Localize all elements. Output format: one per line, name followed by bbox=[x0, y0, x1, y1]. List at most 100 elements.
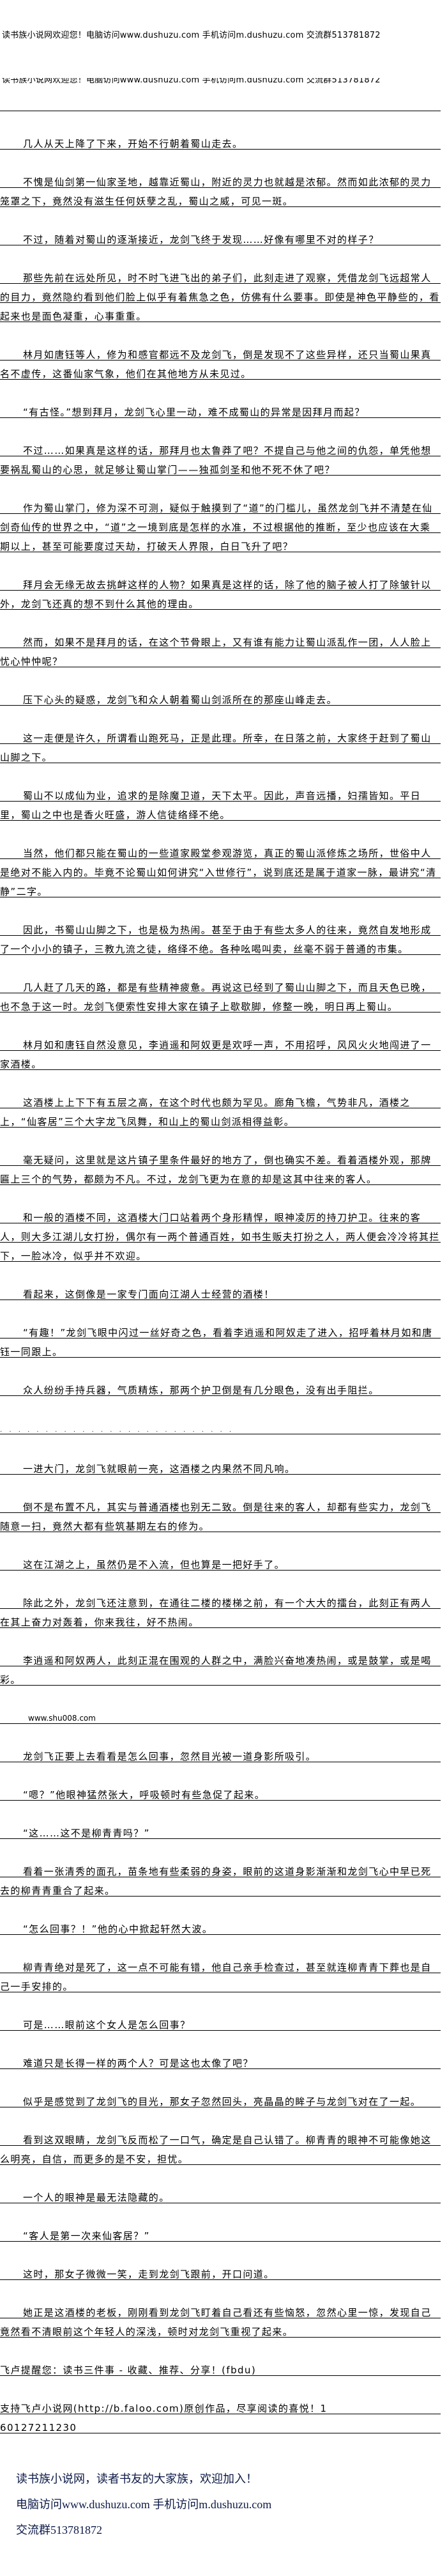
paragraph-text: 除此之外，龙剑飞还注意到，在通往二楼的楼梯之前，有一个大大的擂台，此刻正有两人在… bbox=[0, 1597, 432, 1628]
paragraph: 毫无疑问，这里就是这片镇子里条件最好的地方了，倒也确实不差。看着酒楼外观，那牌匾… bbox=[0, 1147, 441, 1185]
paragraph-text: 拜月会无缘无故去挑衅这样的人物？如果真是这样的话，除了他的脑子被人打了除皱针以外… bbox=[0, 579, 432, 610]
paragraph: 这酒楼上上下下有五层之高，在这个时代也颇为罕见。廊角飞檐，气势非凡，酒楼之上，“… bbox=[0, 1089, 441, 1128]
paragraph-text: 看着一张清秀的面孔，苗条地有些柔弱的身姿，眼前的这道身影渐渐和龙剑飞心中早已死去… bbox=[0, 1866, 432, 1897]
paragraph: 看起来，这倒像是一家专门面向江湖人士经营的酒楼！ bbox=[0, 1281, 441, 1300]
paragraph-text: 几人从天上降了下来，开始不行朝着蜀山走去。 bbox=[23, 138, 243, 150]
paragraph-text: “怎么回事？！”他的心中掀起轩然大波。 bbox=[23, 1923, 213, 1935]
paragraph: “嗯？”他眼神猛然张大，呼吸顿时有些急促了起来。 bbox=[0, 1781, 441, 1801]
paragraph-group-3: 龙剑飞正要上去看看是怎么回事，忽然目光被一道身影所吸引。 “嗯？”他眼神猛然张大，… bbox=[0, 1743, 441, 2338]
paragraph: 似乎是感觉到了龙剑飞的目光，那女子忽然回头，亮晶晶的眸子与龙剑飞对在了一起。 bbox=[0, 2088, 441, 2107]
paragraph-text: “有趣！”龙剑飞眼中闪过一丝好奇之色，看着李逍遥和阿奴走了进入，招呼着林月如和唐… bbox=[0, 1327, 433, 1358]
paragraph: “客人是第一次来仙客居？” bbox=[0, 2223, 441, 2242]
support-text: 支持飞卢小说网(http://b.faloo.com)原创作品，尽享阅读的喜悦！… bbox=[0, 2403, 328, 2414]
paragraph-text: 几人赶了几天的路，都是有些精神疲惫。再说这已经到了蜀山山脚之下，而且天色已晚，也… bbox=[0, 982, 432, 1013]
paragraph: 蜀山不以成仙为业，追求的是除魔卫道，天下太平。因此，声音远播，妇孺皆知。平日里，… bbox=[0, 782, 441, 821]
footer-group: 交流群513781872 bbox=[16, 2524, 102, 2536]
paragraph: 不过……如果真是这样的话，那拜月也太鲁莽了吧？不提自己与他之间的仇怨，单凭他想要… bbox=[0, 437, 441, 476]
paragraph: 可是……眼前这个女人是怎么回事？ bbox=[0, 2012, 441, 2031]
paragraph-text: 那些先前在远处所见，时不时飞进飞出的弟子们，此刻走进了观察，凭借龙剑飞远超常人的… bbox=[0, 272, 440, 322]
paragraph: 作为蜀山掌门，修为深不可测，疑似于触摸到了“道”的门槛儿，虽然龙剑飞并不清楚在仙… bbox=[0, 495, 441, 552]
paragraph: 倒不是布置不凡，其实与普通酒楼也别无二致。倒是往来的客人，却都有些实力，龙剑飞随… bbox=[0, 1494, 441, 1532]
paragraph-text: 这时，那女子微微一笑，走到龙剑飞跟前，开口问道。 bbox=[23, 2269, 275, 2280]
paragraph: 她正是这酒楼的老板，刚刚看到龙剑飞盯着自己看还有些恼怒，忽然心里一惊，发现自己竟… bbox=[0, 2299, 441, 2338]
paragraph: 看到这双眼睛，龙剑飞反而松了一口气，确定是自己认错了。柳青青的眼神不可能像她这么… bbox=[0, 2127, 441, 2165]
paragraph-text: “这……这不是柳青青吗？” bbox=[23, 1827, 150, 1839]
paragraph-text: 这酒楼上上下下有五层之高，在这个时代也颇为罕见。廊角飞檐，气势非凡，酒楼之上，“… bbox=[0, 1097, 411, 1128]
paragraph-text: “有古怪。”想到拜月，龙剑飞心里一动，难不成蜀山的异常是因拜月而起？ bbox=[23, 407, 365, 418]
paragraph-group-1: 几人从天上降了下来，开始不行朝着蜀山走去。不愧是仙剑第一仙家圣地，越靠近蜀山，附… bbox=[0, 130, 441, 1396]
paragraph: 一进大门，龙剑飞就眼前一亮，这酒楼之内果然不同凡响。 bbox=[0, 1455, 441, 1475]
paragraph: 这时，那女子微微一笑，走到龙剑飞跟前，开口问道。 bbox=[0, 2261, 441, 2280]
paragraph: 龙剑飞正要上去看看是怎么回事，忽然目光被一道身影所吸引。 bbox=[0, 1743, 441, 1762]
paragraph-text: 龙剑飞正要上去看看是怎么回事，忽然目光被一道身影所吸引。 bbox=[23, 1751, 317, 1762]
paragraph: 几人赶了几天的路，都是有些精神疲惫。再说这已经到了蜀山山脚之下，而且天色已晚，也… bbox=[0, 974, 441, 1013]
paragraph-text: “客人是第一次来仙客居？” bbox=[23, 2230, 150, 2242]
watermark-dots: . . . . . . . . . . . . . . . . . . . . … bbox=[0, 1427, 234, 1434]
paragraph-text: 倒不是布置不凡，其实与普通酒楼也别无二致。倒是往来的客人，却都有些实力，龙剑飞随… bbox=[0, 1501, 432, 1532]
watermark-url[interactable]: www.shu008.com bbox=[28, 1714, 96, 1723]
paragraph: “这……这不是柳青青吗？” bbox=[0, 1820, 441, 1839]
paragraph: 李逍遥和阿奴两人，此刻正混在围观的人群之中，满脸兴奋地凑热闹，或是鼓掌，或是喝彩… bbox=[0, 1647, 441, 1686]
paragraph: 当然，他们都只能在蜀山的一些道家殿堂参观游览，真正的蜀山派修炼之场所，世俗中人是… bbox=[0, 840, 441, 897]
reminder-text: 飞卢提醒您：读书三件事 - 收藏、推荐、分享！(fbdu) bbox=[0, 2364, 257, 2376]
paragraph-text: 然而，如果不是拜月的话，在这个节骨眼上，又有谁有能力让蜀山派乱作一团，人人脸上忧… bbox=[0, 637, 432, 667]
paragraph-text: 一个人的眼神是最无法隐藏的。 bbox=[23, 2192, 170, 2203]
watermark-url-row: www.shu008.com bbox=[0, 1705, 441, 1724]
paragraph: 林月如唐钰等人，修为和感官都远不及龙剑飞，倒是发现不了这些异样，还只当蜀山果真名… bbox=[0, 341, 441, 380]
site-banner-repeat-text: 读书族小说网欢迎您！电脑访问www.dushuzu.com 手机访问m.dush… bbox=[2, 78, 381, 84]
paragraph: 众人纷纷手持兵器，气质精炼，那两个护卫倒是有几分眼色，没有出手阻拦。 bbox=[0, 1377, 441, 1396]
reminder-row: 飞卢提醒您：读书三件事 - 收藏、推荐、分享！(fbdu) bbox=[0, 2357, 441, 2376]
code-text: 60127211230 bbox=[0, 2422, 77, 2433]
paragraph: 看着一张清秀的面孔，苗条地有些柔弱的身姿，眼前的这道身影渐渐和龙剑飞心中早已死去… bbox=[0, 1858, 441, 1897]
paragraph-text: 似乎是感觉到了龙剑飞的目光，那女子忽然回头，亮晶晶的眸子与龙剑飞对在了一起。 bbox=[23, 2096, 421, 2107]
footer-access-links[interactable]: 电脑访问www.dushuzu.com 手机访问m.dushuzu.com bbox=[16, 2498, 272, 2511]
paragraph-text: 和一般的酒楼不同，这酒楼大门口站着两个身形精悍，眼神凌厉的持刀护卫。往来的客人，… bbox=[0, 1212, 440, 1262]
paragraph: 因此，书蜀山山脚之下，也是极为热闹。甚至于由于有些太多人的往来，竟然自发地形成了… bbox=[0, 917, 441, 955]
paragraph-text: 不过……如果真是这样的话，那拜月也太鲁莽了吧？不提自己与他之间的仇怨，单凭他想要… bbox=[0, 445, 432, 476]
paragraph: “有古怪。”想到拜月，龙剑飞心里一动，难不成蜀山的异常是因拜月而起？ bbox=[0, 399, 441, 418]
paragraph: 林月如和唐钰自然没意见，李逍遥和阿奴更是欢呼一声，不用招呼，风风火火地闯进了一家… bbox=[0, 1032, 441, 1070]
site-banner-repeat: 读书族小说网欢迎您！电脑访问www.dushuzu.com 手机访问m.dush… bbox=[2, 78, 381, 84]
paragraph-text: “嗯？”他眼神猛然张大，呼吸顿时有些急促了起来。 bbox=[23, 1789, 266, 1801]
paragraph-text: 蜀山不以成仙为业，追求的是除魔卫道，天下太平。因此，声音远播，妇孺皆知。平日里，… bbox=[0, 790, 421, 821]
paragraph-text: 一进大门，龙剑飞就眼前一亮，这酒楼之内果然不同凡响。 bbox=[23, 1463, 296, 1475]
paragraph: 一个人的眼神是最无法隐藏的。 bbox=[0, 2184, 441, 2203]
separator-line bbox=[0, 92, 441, 111]
paragraph-text: 看到这双眼睛，龙剑飞反而松了一口气，确定是自己认错了。柳青青的眼神不可能像她这么… bbox=[0, 2134, 432, 2165]
paragraph-text: 不过，随着对蜀山的逐渐接近，龙剑飞终于发现……好像有哪里不对的样子？ bbox=[23, 234, 379, 245]
paragraph-text: 可是……眼前这个女人是怎么回事？ bbox=[23, 2019, 191, 2031]
support-row: 支持飞卢小说网(http://b.faloo.com)原创作品，尽享阅读的喜悦！… bbox=[0, 2395, 441, 2414]
paragraph-text: 看起来，这倒像是一家专门面向江湖人士经营的酒楼！ bbox=[23, 1289, 275, 1300]
paragraph-text: 不愧是仙剑第一仙家圣地，越靠近蜀山，附近的灵力也就越是浓郁。然而如此浓郁的灵力笼… bbox=[0, 176, 432, 207]
paragraph: 这在江湖之上，虽然仍是不入流，但也算是一把好手了。 bbox=[0, 1551, 441, 1571]
paragraph: 不愧是仙剑第一仙家圣地，越靠近蜀山，附近的灵力也就越是浓郁。然而如此浓郁的灵力笼… bbox=[0, 169, 441, 207]
code-row: 60127211230 bbox=[0, 2414, 441, 2433]
paragraph-text: 当然，他们都只能在蜀山的一些道家殿堂参观游览，真正的蜀山派修炼之场所，世俗中人是… bbox=[0, 848, 437, 897]
paragraph: 那些先前在远处所见，时不时飞进飞出的弟子们，此刻走进了观察，凭借龙剑飞远超常人的… bbox=[0, 265, 441, 322]
garbled-watermark-row: . . . . . . . . . . . . . . . . . . . . … bbox=[0, 1415, 441, 1436]
paragraph: 和一般的酒楼不同，这酒楼大门口站着两个身形精悍，眼神凌厉的持刀护卫。往来的客人，… bbox=[0, 1204, 441, 1262]
site-footer: 读书族小说网，读者书友的大家族，欢迎加入！ 电脑访问www.dushuzu.co… bbox=[16, 2466, 271, 2543]
paragraph-text: 林月如唐钰等人，修为和感官都远不及龙剑飞，倒是发现不了这些异样，还只当蜀山果真名… bbox=[0, 349, 432, 380]
paragraph: 不过，随着对蜀山的逐渐接近，龙剑飞终于发现……好像有哪里不对的样子？ bbox=[0, 226, 441, 245]
paragraph-text: 压下心头的疑惑，龙剑飞和众人朝着蜀山剑派所在的那座山峰走去。 bbox=[23, 694, 338, 706]
paragraph: 几人从天上降了下来，开始不行朝着蜀山走去。 bbox=[0, 130, 441, 150]
paragraph-text: 难道只是长得一样的两个人？可是这也太像了吧？ bbox=[23, 2058, 254, 2069]
paragraph-text: 这在江湖之上，虽然仍是不入流，但也算是一把好手了。 bbox=[23, 1559, 285, 1571]
paragraph: 压下心头的疑惑，龙剑飞和众人朝着蜀山剑派所在的那座山峰走去。 bbox=[0, 687, 441, 706]
paragraph: 然而，如果不是拜月的话，在这个节骨眼上，又有谁有能力让蜀山派乱作一团，人人脸上忧… bbox=[0, 629, 441, 667]
paragraph-text: 毫无疑问，这里就是这片镇子里条件最好的地方了，倒也确实不差。看着酒楼外观，那牌匾… bbox=[0, 1154, 432, 1185]
paragraph: 除此之外，龙剑飞还注意到，在通往二楼的楼梯之前，有一个大大的擂台，此刻正有两人在… bbox=[0, 1590, 441, 1628]
site-banner: 读书族小说网欢迎您！电脑访问www.dushuzu.com 手机访问m.dush… bbox=[2, 31, 381, 40]
chapter-content: 几人从天上降了下来，开始不行朝着蜀山走去。不愧是仙剑第一仙家圣地，越靠近蜀山，附… bbox=[0, 92, 441, 2453]
paragraph-text: 她正是这酒楼的老板，刚刚看到龙剑飞盯着自己看还有些恼怒，忽然心里一惊，发现自己竟… bbox=[0, 2307, 432, 2338]
paragraph: 拜月会无缘无故去挑衅这样的人物？如果真是这样的话，除了他的脑子被人打了除皱针以外… bbox=[0, 571, 441, 610]
footer-slogan: 读书族小说网，读者书友的大家族，欢迎加入！ bbox=[16, 2472, 257, 2485]
paragraph: 难道只是长得一样的两个人？可是这也太像了吧？ bbox=[0, 2050, 441, 2069]
paragraph-text: 林月如和唐钰自然没意见，李逍遥和阿奴更是欢呼一声，不用招呼，风风火火地闯进了一家… bbox=[0, 1039, 432, 1070]
paragraph-text: 作为蜀山掌门，修为深不可测，疑似于触摸到了“道”的门槛儿，虽然龙剑飞并不清楚在仙… bbox=[0, 502, 433, 552]
paragraph-text: 柳青青绝对是死了，这一点不可能有错，他自己亲手检查过，甚至就连柳青青下葬也是自己… bbox=[0, 1962, 432, 1992]
paragraph: “怎么回事？！”他的心中掀起轩然大波。 bbox=[0, 1916, 441, 1935]
paragraph-text: 众人纷纷手持兵器，气质精炼，那两个护卫倒是有几分眼色，没有出手阻拦。 bbox=[23, 1385, 379, 1396]
paragraph-text: 李逍遥和阿奴两人，此刻正混在围观的人群之中，满脸兴奋地凑热闹，或是鼓掌，或是喝彩… bbox=[0, 1655, 432, 1686]
